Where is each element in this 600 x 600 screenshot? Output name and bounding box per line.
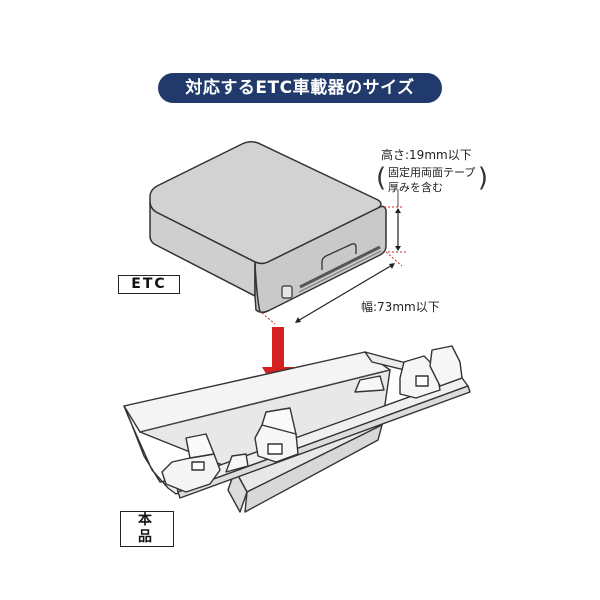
product-label: 本 品 bbox=[120, 511, 174, 547]
height-spec: 高さ:19mm以下 bbox=[381, 148, 472, 162]
etc-label: ETC bbox=[118, 275, 180, 294]
height-dimension bbox=[384, 190, 408, 253]
card-slot bbox=[299, 245, 381, 289]
etc-device bbox=[149, 140, 387, 314]
page-title: 対応するETC車載器のサイズ bbox=[158, 73, 442, 103]
left-paren-icon: ( bbox=[376, 163, 387, 193]
width-dimension bbox=[261, 251, 403, 325]
width-spec: 幅:73mm以下 bbox=[361, 300, 440, 314]
height-note: ( 固定用両面テープ 厚みを含む ) bbox=[376, 162, 488, 198]
height-note-line1: 固定用両面テープ bbox=[388, 166, 476, 179]
product-holder bbox=[123, 345, 471, 513]
device-button bbox=[281, 285, 293, 299]
height-note-line2: 厚みを含む bbox=[388, 181, 443, 194]
right-paren-icon: ) bbox=[477, 163, 488, 193]
